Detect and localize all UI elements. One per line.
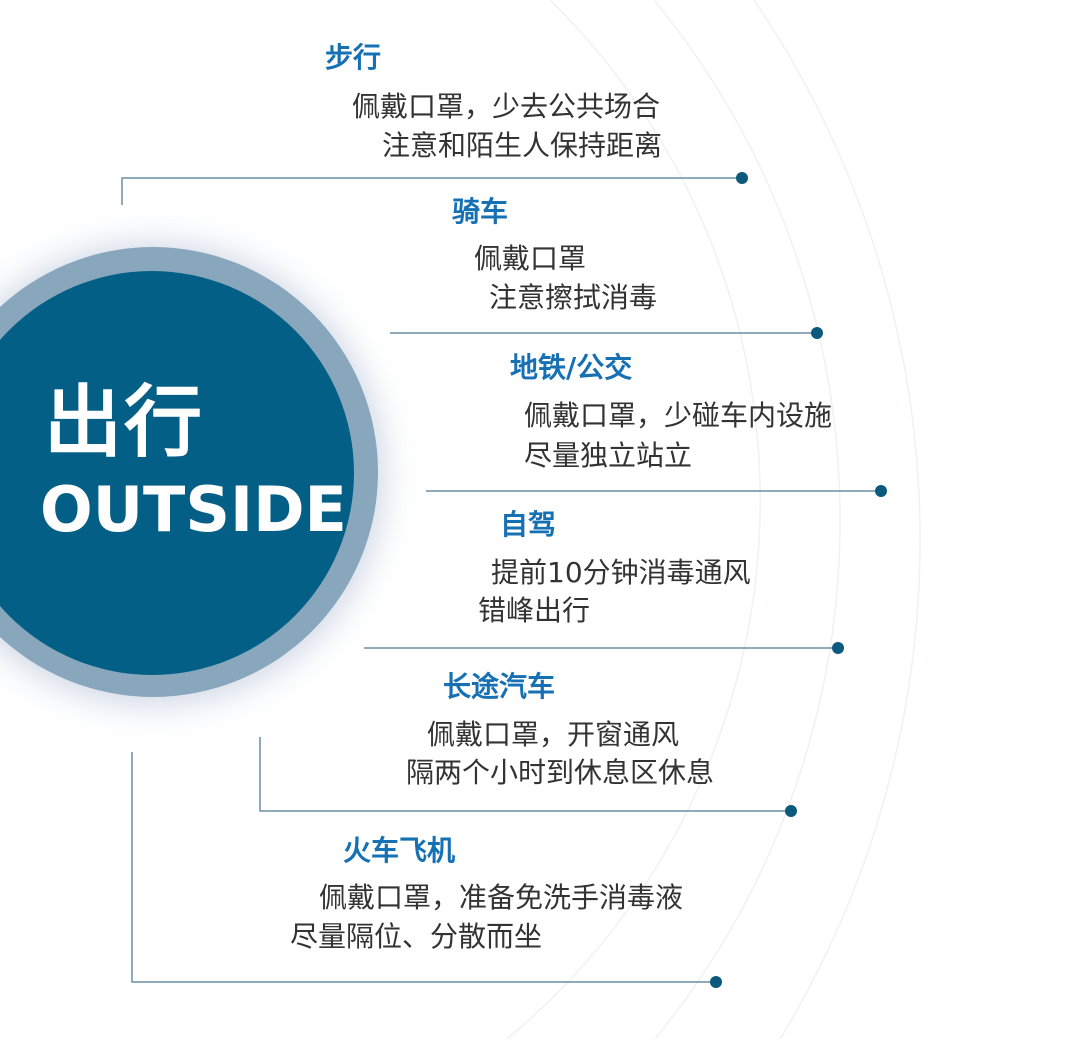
section-text: 错峰出行	[478, 594, 591, 627]
dot-marker	[832, 642, 844, 654]
section-title-walk: 步行	[325, 41, 382, 74]
hero-circle	[0, 271, 354, 675]
section-text: 注意擦拭消毒	[489, 281, 658, 314]
dot-marker	[736, 172, 748, 184]
hero-title-cn: 出行	[44, 378, 205, 468]
dot-marker	[811, 327, 823, 339]
section-title-coach: 长途汽车	[443, 670, 556, 703]
section-text: 佩戴口罩，准备免洗手消毒液	[319, 881, 684, 914]
hero-title-en: OUTSIDE	[40, 473, 347, 546]
section-text: 尽量独立站立	[524, 439, 693, 472]
section-text: 注意和陌生人保持距离	[382, 129, 663, 162]
section-text: 隔两个小时到休息区休息	[406, 756, 715, 789]
bg-arc	[653, 0, 841, 1039]
section-text: 佩戴口罩，开窗通风	[427, 718, 680, 751]
section-title-train: 火车飞机	[343, 834, 456, 867]
connector-line-walk	[121, 177, 742, 205]
section-text: 提前10分钟消毒通风	[491, 556, 751, 589]
section-title-bike: 骑车	[452, 195, 509, 228]
section-title-drive: 自驾	[500, 508, 557, 541]
bg-arc	[753, 0, 921, 1039]
section-text: 佩戴口罩	[474, 242, 587, 275]
section-text: 佩戴口罩，少碰车内设施	[524, 399, 833, 432]
section-text: 佩戴口罩，少去公共场合	[352, 90, 661, 123]
connector-line-train	[131, 752, 716, 983]
dot-marker	[875, 485, 887, 497]
bg-arc	[506, 0, 761, 1039]
section-title-subway: 地铁/公交	[510, 351, 633, 384]
dot-marker	[710, 976, 722, 988]
dot-marker	[785, 805, 797, 817]
section-text: 尽量隔位、分散而坐	[290, 920, 543, 953]
connector-line-coach	[259, 737, 791, 812]
